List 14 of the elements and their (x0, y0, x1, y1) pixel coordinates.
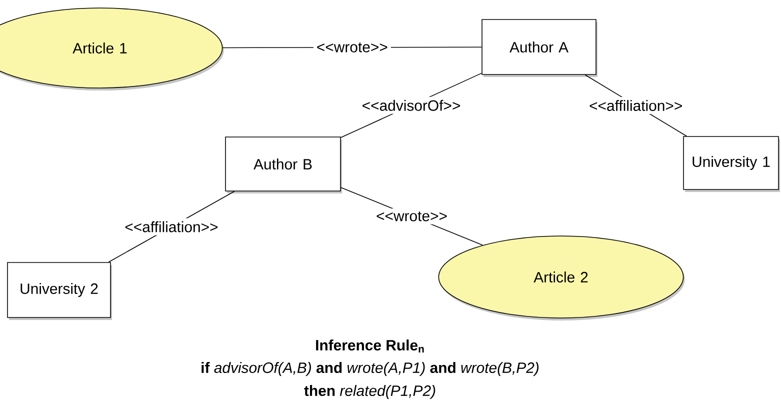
class-box: University 2 (7, 262, 112, 320)
rule-text: Inference Rule$_{n}$ (316, 340, 424, 352)
ellipse-node: Article 2 (438, 236, 685, 320)
ellipse-node: Article 1 (0, 8, 224, 90)
rule-text: then related(P1,P2) (304, 385, 436, 399)
class-box: Author B (225, 136, 342, 194)
class-box: University 1 (683, 136, 780, 192)
edge-label: <<affiliation>> (586, 97, 686, 114)
edge-label: <<advisorOf>> (358, 96, 464, 114)
class-box: Author A (482, 19, 598, 77)
rule-text: if advisorOf(A,B) and wrote(A,P1) and wrote(B,P2) (202, 362, 539, 376)
edge-label: <<wrote>> (313, 40, 391, 56)
edge-label: <<wrote>> (373, 208, 450, 224)
edge-label: <<affiliation>> (122, 218, 222, 236)
